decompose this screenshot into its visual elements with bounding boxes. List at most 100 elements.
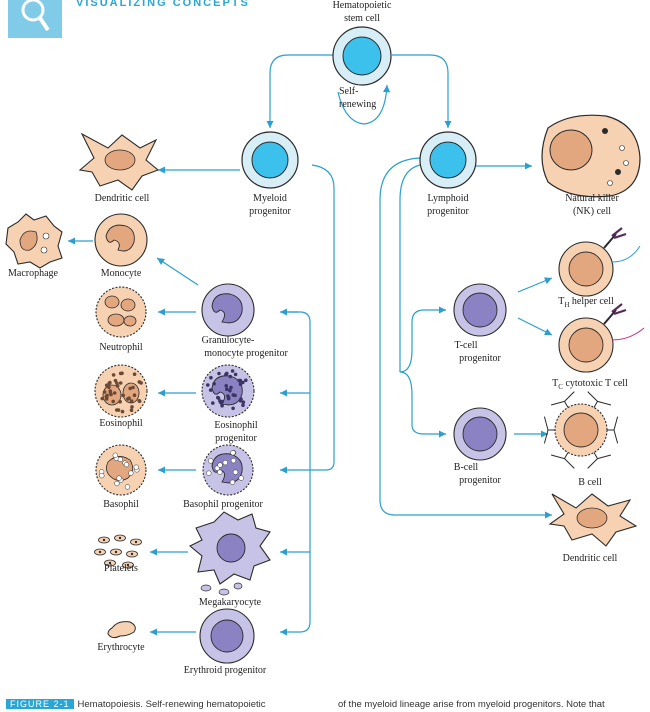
label-monocyte: Monocyte	[101, 268, 142, 279]
dendritic-cell-right	[548, 493, 638, 547]
granule	[230, 369, 235, 373]
label-lymphoid-1: Lymphoid	[427, 193, 468, 204]
granule	[108, 380, 112, 385]
granule	[118, 399, 122, 404]
monocyte-cell	[94, 213, 148, 267]
label-dendritic-left: Dendritic cell	[95, 193, 150, 204]
granule	[107, 385, 111, 390]
granule	[100, 396, 105, 401]
natural-killer-cell	[541, 114, 641, 198]
label-myeloid-1: Myeloid	[253, 193, 287, 204]
granule	[229, 479, 236, 485]
eosinophil-cell	[94, 364, 148, 418]
label-basophil: Basophil	[103, 499, 139, 510]
bcell-receptor	[550, 452, 575, 469]
granule	[233, 372, 238, 377]
label-megakaryocyte: Megakaryocyte	[199, 597, 262, 608]
granule	[211, 401, 215, 405]
granule	[128, 386, 132, 391]
platelet-granule	[108, 561, 112, 565]
granule	[118, 371, 123, 376]
granule	[118, 381, 123, 385]
label-self-renewing-2: renewing	[339, 99, 376, 110]
dendritic-cell-left	[78, 132, 160, 191]
myeloid-progenitor-cell	[241, 131, 299, 189]
granule	[226, 396, 231, 401]
hematopoietic-stem-cell	[332, 26, 392, 86]
myeloid-branch-bracket	[284, 311, 311, 633]
eosinophil-progenitor-cell	[201, 364, 255, 418]
platelet-granule	[134, 540, 138, 544]
platelet-granule	[98, 550, 102, 554]
basophil-progenitor-cell	[202, 444, 254, 496]
granule	[111, 373, 116, 377]
label-nk-1: Natural killer	[565, 193, 619, 204]
granule	[137, 380, 142, 384]
basophil-cell	[95, 444, 147, 496]
neutrophil-cell	[95, 286, 147, 338]
label-tcell-prog-1: T-cell	[455, 340, 478, 351]
granule	[108, 391, 113, 395]
label-tcell-prog-2: progenitor	[459, 353, 501, 364]
granule	[130, 405, 134, 409]
granule	[112, 452, 118, 458]
granule	[128, 470, 134, 476]
label-myeloid-2: progenitor	[249, 206, 291, 217]
granule	[228, 388, 232, 393]
label-eos-prog-2: progenitor	[215, 433, 257, 444]
granule	[230, 450, 236, 456]
gmp-cell	[201, 283, 255, 337]
granule	[225, 371, 229, 376]
arrow-tcell-to-tc	[517, 317, 553, 336]
macrophage-cell	[5, 213, 63, 269]
granule	[117, 456, 124, 463]
label-macrophage: Macrophage	[8, 268, 59, 279]
platelet-granule	[114, 550, 118, 554]
granule	[222, 459, 228, 466]
label-gmp-2: monocyte progenitor	[204, 348, 288, 359]
label-gmp-1: Granulocyte-	[202, 335, 255, 346]
figure-tag: FIGURE 2-1	[6, 699, 74, 709]
granule	[228, 374, 233, 379]
granule	[217, 462, 223, 468]
label-hsc-1: Hematopoietic	[333, 0, 392, 11]
label-erythrocyte: Erythrocyte	[97, 642, 145, 653]
granule	[229, 385, 233, 390]
erythrocyte-cell	[107, 621, 136, 639]
label-th: TH helper cell	[558, 296, 614, 309]
granule	[113, 378, 118, 383]
granule	[126, 397, 130, 401]
granule	[231, 406, 235, 411]
arrow-hsc-to-myeloid	[266, 54, 333, 128]
label-tc: TC cytotoxic T cell	[552, 378, 628, 391]
granule	[105, 393, 109, 398]
granule	[230, 457, 237, 464]
label-self-renewing-1: Self-	[339, 86, 358, 97]
granule	[217, 469, 223, 475]
lymphoid-progenitor-cell	[419, 131, 477, 189]
granule	[99, 472, 105, 479]
lymphoid-trunk-outer	[379, 157, 552, 519]
granule	[133, 464, 139, 470]
granule	[206, 383, 210, 387]
label-baso-prog: Basophil progenitor	[183, 499, 263, 510]
granule	[121, 393, 125, 398]
erythroid-progenitor-cell	[199, 608, 255, 664]
granule	[241, 400, 246, 405]
granule	[216, 396, 221, 400]
arrow-gmp-to-monocyte	[156, 257, 199, 286]
megakaryocyte-cell	[189, 511, 271, 596]
granule	[116, 475, 122, 481]
arrow-tcell-to-th	[517, 277, 553, 293]
header-title: VISUALIZING CONCEPTS	[76, 0, 250, 9]
label-lymphoid-2: progenitor	[427, 206, 469, 217]
granule	[208, 458, 214, 464]
platelet-granule	[126, 563, 130, 567]
label-eos-prog-1: Eosinophil	[214, 420, 258, 431]
arrow-lymphoid-to-tcell	[399, 306, 446, 373]
bcell-receptor	[607, 416, 619, 444]
granule	[238, 475, 244, 481]
bcell-receptor	[543, 416, 555, 444]
granule	[218, 399, 222, 403]
